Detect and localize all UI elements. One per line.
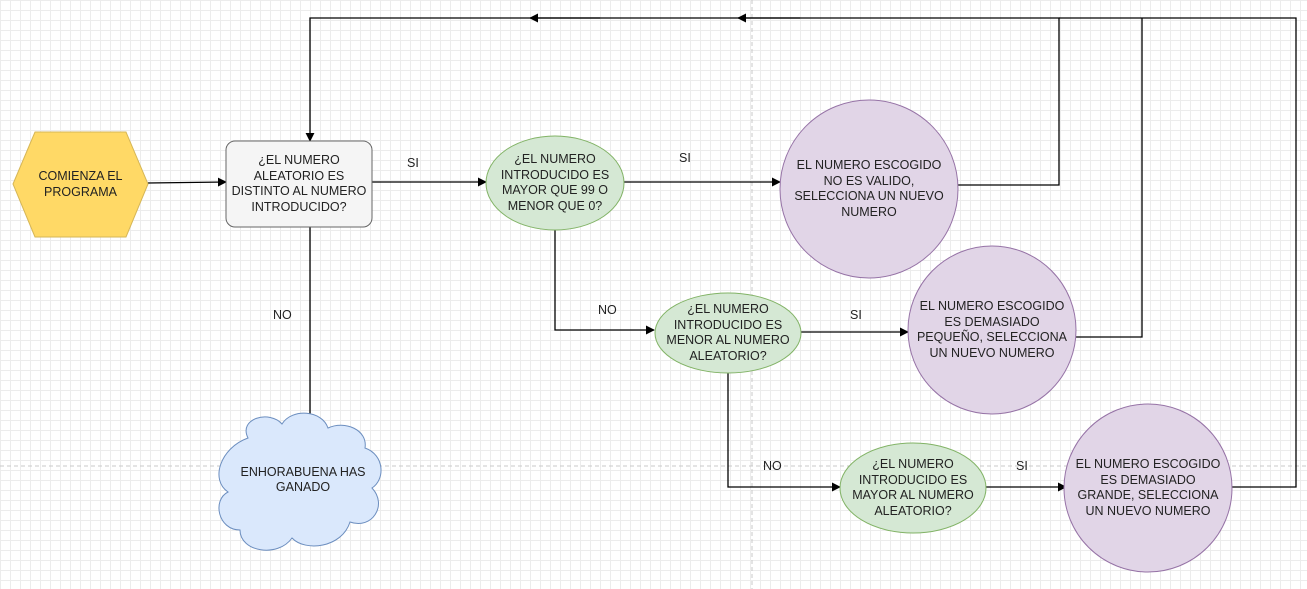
edge-label-si-4: SI bbox=[1016, 459, 1028, 473]
rango-decision-ellipse[interactable] bbox=[485, 135, 625, 231]
grande-message-circle[interactable] bbox=[1063, 403, 1233, 573]
edge-start-to-distinto[interactable] bbox=[147, 177, 227, 187]
menor-decision-ellipse[interactable] bbox=[654, 292, 802, 374]
edge-label-no-2: NO bbox=[598, 303, 617, 317]
edge-menor-no[interactable] bbox=[727, 373, 841, 492]
mayor-decision-ellipse[interactable] bbox=[839, 442, 987, 534]
ganado-cloud[interactable] bbox=[218, 412, 382, 551]
edge-label-no-3: NO bbox=[763, 459, 782, 473]
edge-label-si-3: SI bbox=[850, 308, 862, 322]
edge-label-no-1: NO bbox=[273, 308, 292, 322]
edge-pequeno-loop[interactable] bbox=[1076, 18, 1143, 338]
pequeno-message-circle[interactable] bbox=[907, 245, 1077, 415]
distinto-process-box[interactable] bbox=[225, 140, 373, 228]
start-hexagon[interactable] bbox=[12, 131, 149, 238]
edge-label-si-2: SI bbox=[679, 151, 691, 165]
edge-rango-no[interactable] bbox=[554, 230, 655, 335]
edge-label-si-1: SI bbox=[407, 156, 419, 170]
edge-grande-loop[interactable] bbox=[1059, 17, 1297, 488]
invalido-message-circle[interactable] bbox=[779, 99, 959, 279]
